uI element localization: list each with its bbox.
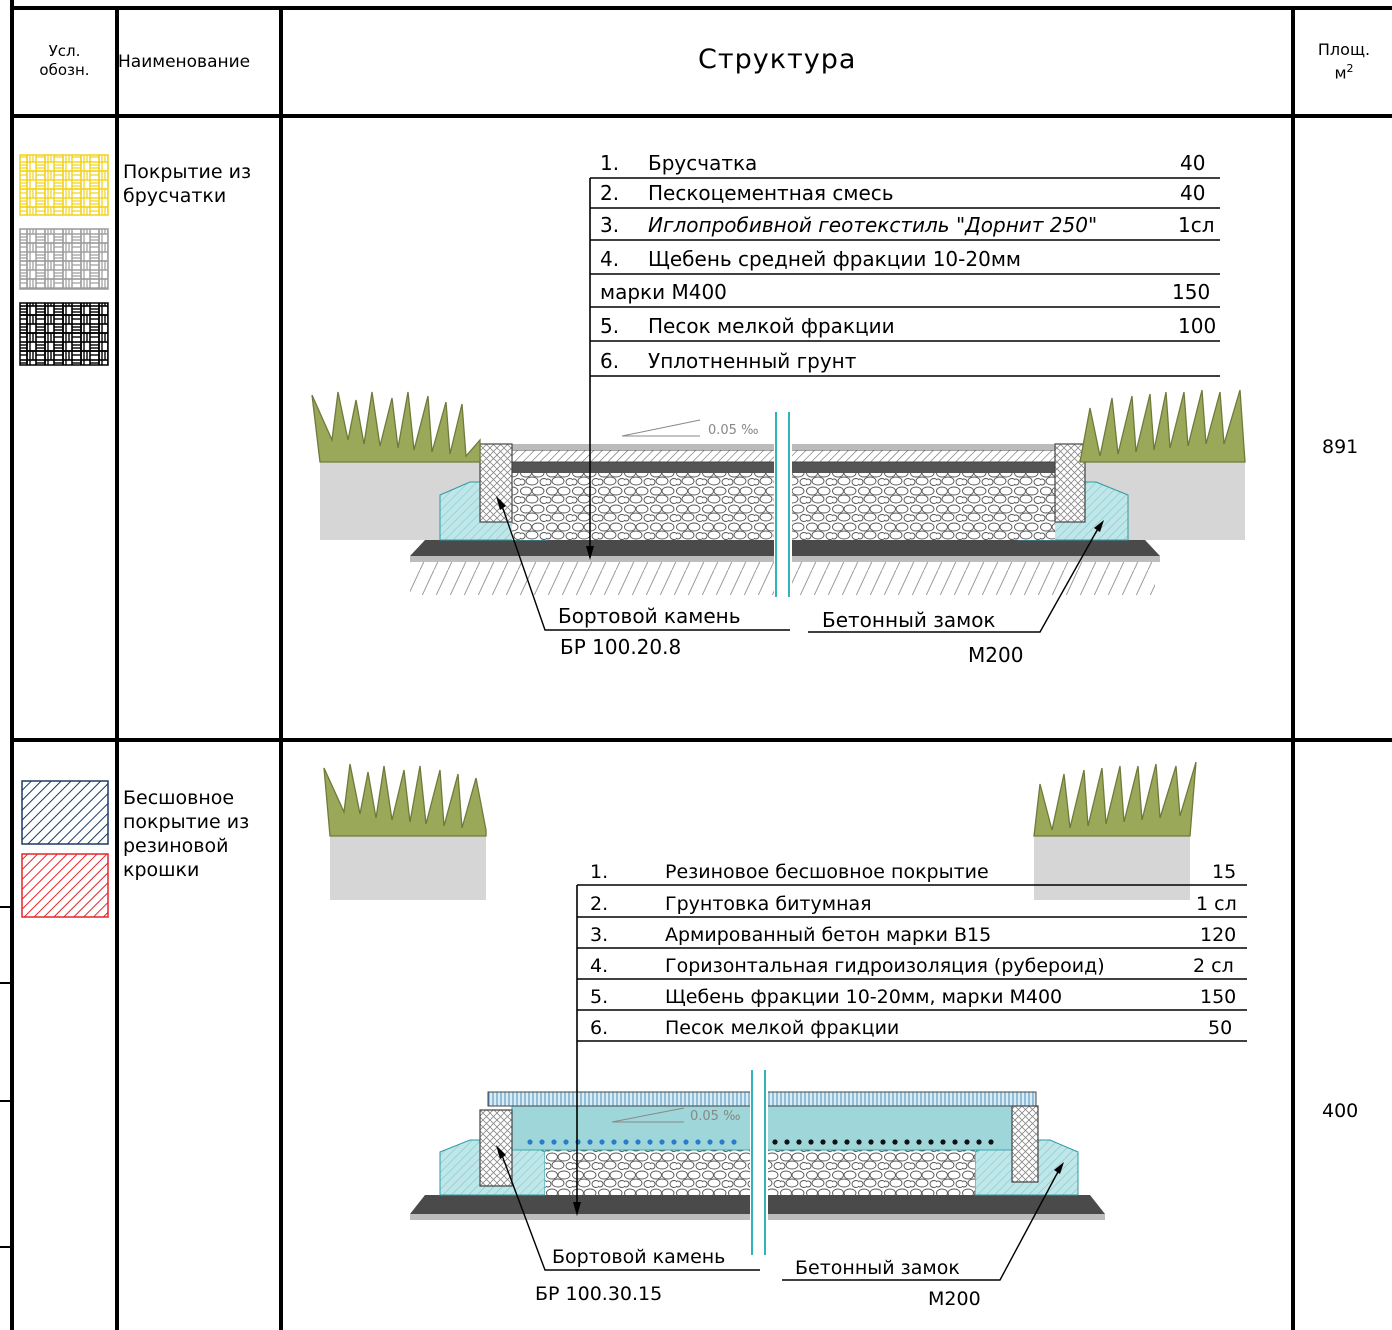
row2-layer5-value: 150 xyxy=(1200,986,1236,1008)
paver-yellow-swatch xyxy=(19,154,109,216)
row2-layer4-num: 4. xyxy=(590,955,608,977)
margin-tick xyxy=(0,1100,12,1102)
row2-layer2-num: 2. xyxy=(590,893,608,915)
row1-slope: 0.05 ‰ xyxy=(708,423,759,438)
rubber-red-swatch xyxy=(21,853,109,918)
row2-lock-grade: М200 xyxy=(928,1288,981,1310)
row1-layer4b-text: марки М400 xyxy=(600,280,727,304)
row2-layer2-text: Грунтовка битумная xyxy=(665,893,872,915)
row2-layer1-value: 15 xyxy=(1212,861,1236,883)
row2-area: 400 xyxy=(1322,1100,1359,1122)
header-structure: Структура xyxy=(698,44,857,75)
row2-name-line2: покрытие из xyxy=(123,811,250,833)
row1-name-line1: Покрытие из xyxy=(123,161,252,183)
row1-layer2-value: 40 xyxy=(1180,181,1205,205)
row2-slope: 0.05 ‰ xyxy=(690,1109,741,1124)
row2-layer5-text: Щебень фракции 10-20мм, марки М400 xyxy=(665,986,1062,1008)
column-divider-symbol xyxy=(115,6,119,1330)
row2-name-line3: резиновой xyxy=(123,835,229,857)
row1-layer1-value: 40 xyxy=(1180,151,1205,175)
column-divider-area xyxy=(1291,6,1295,1330)
row2-callout-labels: Бортовой камень БР 100.30.15 Бетонный за… xyxy=(535,1246,981,1310)
paver-gray-swatch xyxy=(19,228,109,290)
row1-curb-code: БР 100.20.8 xyxy=(560,635,681,659)
row1-section-drawing: 0.05 ‰ xyxy=(311,389,1246,597)
row2-curb-label: Бортовой камень xyxy=(552,1246,725,1268)
row1-layer1-num: 1. xyxy=(600,151,619,175)
row1-layer6-num: 6. xyxy=(600,349,619,373)
row1-layer2-num: 2. xyxy=(600,181,619,205)
row1-layers: 1. Брусчатка 40 2. Пескоцементная смесь … xyxy=(600,151,1216,373)
row2-layers: 1. Резиновое бесшовное покрытие 15 2. Гр… xyxy=(590,861,1237,1039)
row2-layer3-value: 120 xyxy=(1200,924,1236,946)
table-left-border xyxy=(10,0,14,1330)
row2-layer4-text: Горизонтальная гидроизоляция (рубероид) xyxy=(665,955,1105,977)
row1-name: Покрытие из брусчатки xyxy=(123,160,251,208)
rubber-blue-swatch xyxy=(21,780,109,845)
row1-layer4b-value: 150 xyxy=(1172,280,1210,304)
row2-layer6-text: Песок мелкой фракции xyxy=(665,1017,899,1039)
row2-callouts xyxy=(499,1149,1061,1281)
table-top-border xyxy=(10,6,1392,10)
row2-layer6-num: 6. xyxy=(590,1017,608,1039)
header-area: Площ. м2 xyxy=(1296,40,1392,82)
row1-callout-labels: Бортовой камень БР 100.20.8 Бетонный зам… xyxy=(558,604,1023,667)
row2-curb-code: БР 100.30.15 xyxy=(535,1283,662,1305)
header-area-unit-sup: 2 xyxy=(1346,62,1354,75)
row-divider xyxy=(10,738,1392,742)
row2-section-drawing: 0.05 ‰ xyxy=(323,761,1197,1255)
header-symbol: Усл. обозн. xyxy=(14,42,115,80)
row1-layer5-value: 100 xyxy=(1178,314,1216,338)
row1-lock-grade: М200 xyxy=(968,643,1023,667)
header-name: Наименование xyxy=(118,52,251,72)
column-divider-name xyxy=(279,6,283,1330)
margin-tick xyxy=(0,982,12,984)
row2-layer1-text: Резиновое бесшовное покрытие xyxy=(665,861,989,883)
row1-layer3-num: 3. xyxy=(600,213,619,237)
margin-tick xyxy=(0,1246,12,1248)
row2-layer3-text: Армированный бетон марки В15 xyxy=(665,924,991,946)
margin-tick xyxy=(0,906,12,908)
row2-rebar xyxy=(527,1139,994,1145)
row2-layer-lines xyxy=(576,884,1247,1210)
row1-layer3-value: 1сл xyxy=(1178,213,1215,237)
row2-name: Бесшовное покрытие из резиновой крошки xyxy=(123,786,249,882)
header-bottom-border xyxy=(10,114,1392,118)
row2-layer4-value: 2 сл xyxy=(1193,955,1234,977)
row1-name-line2: брусчатки xyxy=(123,185,227,207)
paver-black-swatch xyxy=(19,302,109,366)
row1-layer2-text: Пескоцементная смесь xyxy=(648,181,894,205)
row1-layer-lines xyxy=(589,177,1220,555)
header-symbol-line2: обозн. xyxy=(39,61,90,79)
row1-area: 891 xyxy=(1322,436,1359,458)
row2-name-line4: крошки xyxy=(123,859,200,881)
row1-layer4-text: Щебень средней фракции 10-20мм xyxy=(648,247,1021,271)
row1-layer4-num: 4. xyxy=(600,247,619,271)
row1-curb-label: Бортовой камень xyxy=(558,604,741,628)
row2-lock-label: Бетонный замок xyxy=(795,1257,960,1279)
row2-layer5-num: 5. xyxy=(590,986,608,1008)
row1-callouts xyxy=(499,499,1101,633)
header-symbol-line1: Усл. xyxy=(48,42,81,60)
row2-name-line1: Бесшовное xyxy=(123,787,235,809)
row2-layer1-num: 1. xyxy=(590,861,608,883)
row1-layer1-text: Брусчатка xyxy=(648,151,757,175)
row1-layer5-text: Песок мелкой фракции xyxy=(648,314,895,338)
row2-layer6-value: 50 xyxy=(1208,1017,1232,1039)
header-area-line1: Площ. xyxy=(1317,40,1371,59)
row1-layer3-text: Иглопробивной геотекстиль "Дорнит 250" xyxy=(648,213,1097,237)
row2-layer2-value: 1 сл xyxy=(1196,893,1237,915)
row2-layer3-num: 3. xyxy=(590,924,608,946)
header-area-unit-text: м xyxy=(1334,63,1347,83)
row1-lock-label: Бетонный замок xyxy=(822,608,996,632)
row1-layer5-num: 5. xyxy=(600,314,619,338)
row1-layer6-text: Уплотненный грунт xyxy=(648,349,857,373)
header-area-unit: м2 xyxy=(1296,59,1392,82)
